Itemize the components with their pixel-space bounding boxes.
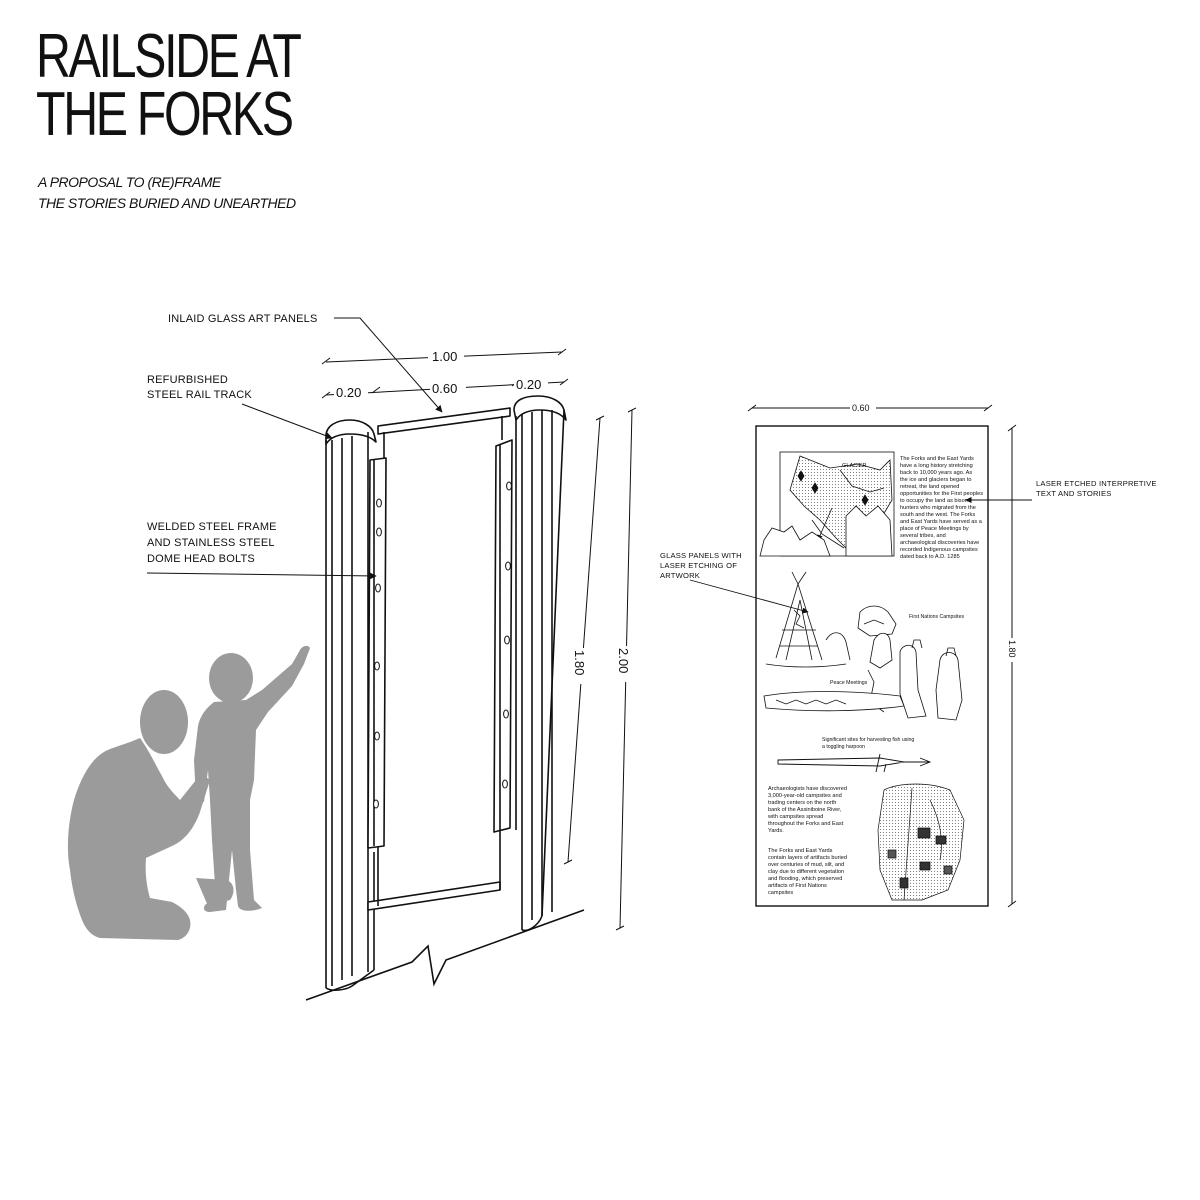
rail-frame-drawing <box>325 395 567 991</box>
right-rail-top-cap <box>513 395 567 421</box>
bottom-line: contain layers of artifacts buried <box>768 855 847 861</box>
bottom-line: trading centers on the north <box>768 800 836 806</box>
dome-head-bolts <box>373 481 512 809</box>
callout-laser-text-line-1: LASER ETCHED INTERPRETIVE <box>1036 479 1157 488</box>
intro-line: and East Yards have served as a <box>900 519 983 525</box>
callout-glass-etching-line-3: ARTWORK <box>660 571 700 580</box>
bottom-line: throughout the Forks and East <box>768 821 844 827</box>
dim-glass-width: 0.60 <box>432 381 457 396</box>
ground-break-line <box>305 909 585 1001</box>
caption-fish-line-1: Significant sites for harvesting fish us… <box>822 737 914 743</box>
intro-line: hunters who migrated from the <box>900 505 976 511</box>
dim-total-height: 2.00 <box>616 648 631 673</box>
intro-line: south and the west. The Forks <box>900 512 975 518</box>
intro-line: have a long history stretching <box>900 463 973 469</box>
glass-bottom-channel <box>367 881 501 911</box>
map-label-glacier: GLACIER <box>842 463 867 469</box>
title-line-1: RAILSIDE AT <box>36 22 302 91</box>
callout-glass-etching: GLASS PANELS WITH LASER ETCHING OF ARTWO… <box>660 551 809 614</box>
bottom-line: 3,000-year-old campsites and <box>768 793 842 799</box>
dim-panel-height: 1.80 <box>1007 640 1017 658</box>
site-map-illustration <box>877 783 965 901</box>
callout-frame-line-3: DOME HEAD BOLTS <box>147 553 255 565</box>
child-pointing-silhouette <box>194 645 310 912</box>
bottom-line: Archaeologists have discovered <box>768 786 847 792</box>
dim-rail-right: 0.20 <box>516 377 541 392</box>
subtitle-line-2: THE STORIES BURIED AND UNEARTHED <box>38 195 296 211</box>
title-line-2: THE FORKS <box>36 80 294 149</box>
right-bolt-plate <box>493 439 513 833</box>
callout-frame-line-2: AND STAINLESS STEEL <box>147 537 275 549</box>
caption-campsites: First Nations Campsites <box>909 614 964 620</box>
intro-line: retreat, the land opened <box>900 484 959 490</box>
left-rail-top-cap <box>325 419 377 445</box>
panel-intro-text: The Forks and the East Yards have a long… <box>900 456 983 560</box>
intro-line: opportunities for the First peoples <box>900 491 983 497</box>
dim-glass-height: 1.80 <box>572 650 587 675</box>
callout-rail-track-line-2: STEEL RAIL TRACK <box>147 389 252 401</box>
intro-line: the ice and glaciers began to <box>900 477 972 483</box>
panel-bottom-text-2: The Forks and East Yards contain layers … <box>768 848 847 896</box>
dim-rail-left: 0.20 <box>336 385 361 400</box>
bottom-line: The Forks and East Yards <box>768 848 833 854</box>
bottom-line: clay due to different vegetation <box>768 869 844 875</box>
bottom-line: Yards. <box>768 828 784 834</box>
panel-bottom-text-1: Archaeologists have discovered 3,000-yea… <box>767 786 847 834</box>
subtitle: A PROPOSAL TO (RE)FRAME THE STORIES BURI… <box>38 172 296 214</box>
dim-total-width: 1.00 <box>432 349 457 364</box>
dim-panel-width: 0.60 <box>852 403 870 413</box>
subtitle-line-1: A PROPOSAL TO (RE)FRAME <box>38 174 221 190</box>
frame-dimension-labels: 1.00 0.20 0.60 0.20 1.80 2.00 <box>334 348 631 684</box>
panel-dimension-labels: 0.60 1.80 <box>850 401 1018 662</box>
intro-line: archaeological discoveries have <box>900 540 979 546</box>
bottom-line: artifacts of First Nations <box>768 883 827 889</box>
callout-glass-etching-line-1: GLASS PANELS WITH <box>660 551 742 560</box>
caption-peace-meetings: Peace Meetings <box>830 680 868 686</box>
right-rail-outer-face <box>541 409 565 917</box>
page-title: RAILSIDE AT THE FORKS <box>36 22 302 149</box>
callout-frame-line-1: WELDED STEEL FRAME <box>147 521 277 533</box>
callout-laser-text: LASER ETCHED INTERPRETIVE TEXT AND STORI… <box>965 479 1157 504</box>
intro-line: back to 10,000 years ago. As <box>900 470 972 476</box>
glass-top-channel <box>377 407 511 435</box>
callout-frame: WELDED STEEL FRAME AND STAINLESS STEEL D… <box>146 521 377 580</box>
campsite-sketch-illustration <box>763 571 963 721</box>
callout-rail-track: REFURBISHED STEEL RAIL TRACK <box>147 374 333 440</box>
intro-line: place of Peace Meetings by <box>900 526 969 532</box>
intro-line: recorded Indigenous campsites <box>900 547 978 553</box>
bottom-line: over centuries of mud, silt, and <box>768 862 844 868</box>
bottom-line: bank of the Assiniboine River, <box>768 807 842 813</box>
glacier-map-illustration <box>759 451 895 557</box>
intro-line: several tribes, and <box>900 533 946 539</box>
callout-laser-text-line-2: TEXT AND STORIES <box>1036 489 1112 498</box>
callout-rail-track-line-1: REFURBISHED <box>147 374 228 386</box>
intro-line: The Forks and the East Yards <box>900 456 974 462</box>
harpoon-illustration <box>777 753 932 773</box>
intro-line: to occupy the land as bison <box>900 498 968 504</box>
callout-glass-art-panels: INLAID GLASS ART PANELS <box>168 313 443 413</box>
callout-glass-etching-line-2: LASER ETCHING OF <box>660 561 737 570</box>
left-bolt-plate <box>367 457 387 849</box>
bottom-line: and flooding, which preserved <box>768 876 842 882</box>
callout-glass-art-panels-label: INLAID GLASS ART PANELS <box>168 313 318 325</box>
bottom-line: campsites <box>768 890 793 896</box>
bottom-line: with campsites spread <box>767 814 823 820</box>
intro-line: dated back to A.D. 1285 <box>900 554 960 560</box>
caption-fish-line-2: a toggling harpoon <box>822 744 865 750</box>
